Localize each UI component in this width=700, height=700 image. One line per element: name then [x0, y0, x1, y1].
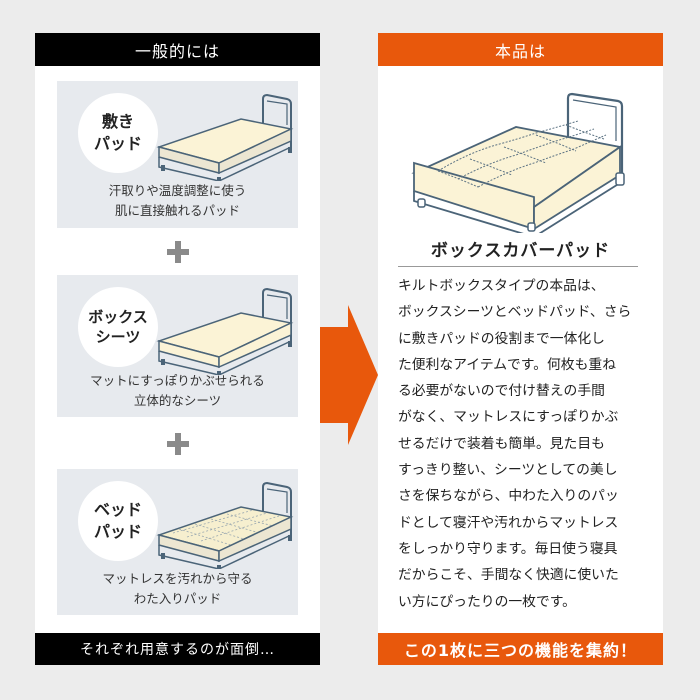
item-description: マットにすっぽりかぶせられる 立体的なシーツ: [90, 373, 265, 408]
comparison-panel-general: 一般的には 敷き パッド 汗取りや温度調整に使う 肌に直接触れるパッド ボックス…: [35, 33, 320, 665]
arrow-right-icon: [320, 305, 378, 445]
product-description: キルトボックスタイプの本品は、 ボックスシーツとベッドパッド、さら に敷きパッド…: [398, 278, 632, 610]
panel-header-general: 一般的には: [35, 33, 320, 66]
item-card-box-sheet: ボックス シーツ マットにすっぽりかぶせられる 立体的なシーツ: [57, 275, 298, 417]
plus-icon: [165, 239, 191, 265]
plus-icon: [165, 431, 191, 457]
panel-footer-product: この1枚に三つの機能を集約！: [378, 633, 663, 665]
item-card-shiki-pad: 敷き パッド 汗取りや温度調整に使う 肌に直接触れるパッド: [57, 81, 298, 228]
product-name: ボックスカバーパッド: [430, 241, 611, 261]
panel-footer-general: それぞれ用意するのが面倒…: [35, 633, 320, 665]
item-description: マットレスを汚れから守る わた入りパッド: [102, 571, 253, 606]
bed-with-box-sheet-icon: [156, 287, 294, 375]
item-label-bubble: ボックス シーツ: [78, 287, 158, 367]
item-card-bed-pad: ベッド パッド マットレスを汚れから守る わた入りパッド: [57, 469, 298, 615]
comparison-panel-product: 本品は ボックスカバーパッド キルトボックスタイプの本品は、 ボックスシーツとベ…: [378, 33, 663, 665]
item-description: 汗取りや温度調整に使う 肌に直接触れるパッド: [108, 183, 247, 218]
panel-header-product: 本品は: [378, 33, 663, 66]
item-label-bubble: 敷き パッド: [78, 93, 158, 173]
item-label-bubble: ベッド パッド: [78, 481, 158, 561]
bed-with-shiki-pad-icon: [156, 93, 294, 181]
divider: [398, 266, 638, 267]
quilted-box-cover-pad-bed-icon: [411, 92, 625, 233]
bed-with-bed-pad-icon: [156, 481, 294, 569]
